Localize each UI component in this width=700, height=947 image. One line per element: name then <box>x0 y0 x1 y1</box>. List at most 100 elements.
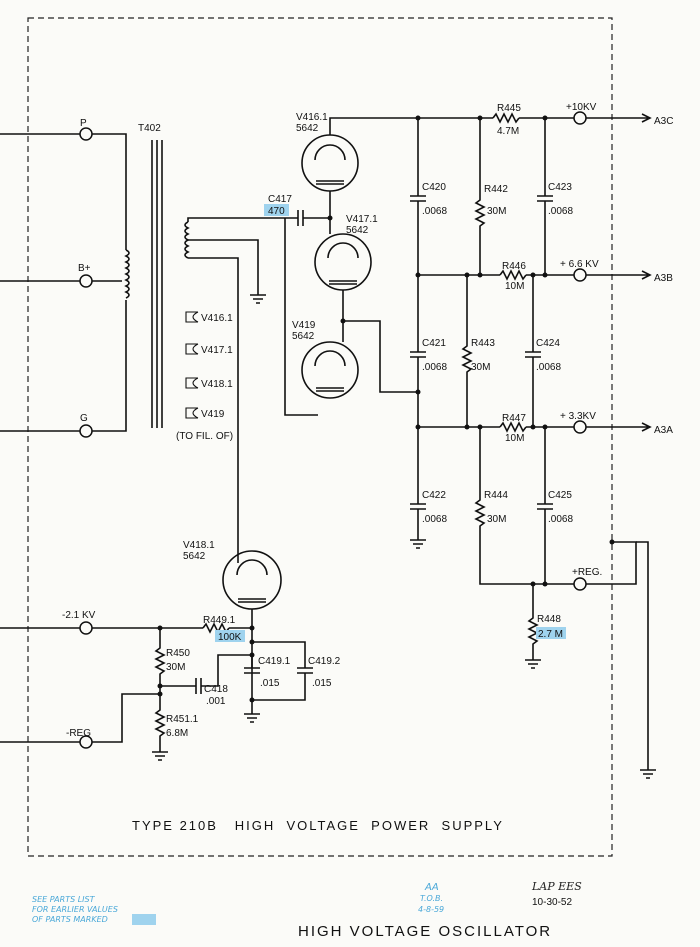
label-c417-value: 470 <box>268 206 285 217</box>
drawing-date: 10-30-52 <box>532 897 572 908</box>
label-c418-value: .001 <box>206 696 226 707</box>
label-c420-value: .0068 <box>422 206 447 217</box>
label-r446: R446 <box>502 261 526 272</box>
highlight-legend <box>132 914 156 925</box>
label-out-10kv: +10KV <box>566 102 597 113</box>
label-v419-type: 5642 <box>292 331 315 342</box>
label-in-reg: -REG <box>66 728 91 739</box>
terminal-p <box>79 127 93 141</box>
label-r442-value: 30M <box>487 206 506 217</box>
tube-v417-1 <box>314 191 418 393</box>
primary-coil <box>124 249 130 299</box>
label-c422-value: .0068 <box>422 514 447 525</box>
c417-symbol <box>285 210 330 226</box>
label-r450: R450 <box>166 648 190 659</box>
filament-taps <box>185 311 199 419</box>
hv-ladder <box>410 111 656 779</box>
label-r451: R451.1 <box>166 714 199 725</box>
label-r443: R443 <box>471 338 495 349</box>
note-parts-line2: FOR EARLIER VALUES <box>32 905 118 914</box>
regulator-section <box>0 621 313 761</box>
terminal-bplus <box>79 274 93 288</box>
label-bplus: B+ <box>78 263 91 274</box>
stamp-line3: 4-8-59 <box>418 905 444 914</box>
label-r443-value: 30M <box>471 362 490 373</box>
terminal-g <box>79 424 93 438</box>
label-r450-value: 30M <box>166 662 185 673</box>
label-r446-value: 10M <box>505 281 524 292</box>
label-in-2-1kv: -2.1 KV <box>62 610 96 621</box>
label-r447-value: 10M <box>505 433 524 444</box>
label-r448-value: 2.7 M <box>538 629 563 640</box>
signature: LAP EES <box>531 880 582 893</box>
r445-symbol <box>492 112 520 124</box>
label-a3b: A3B <box>654 273 673 284</box>
label-fil-v417: V417.1 <box>201 345 233 356</box>
chassis-frame <box>27 17 613 857</box>
label-c423-value: .0068 <box>548 206 573 217</box>
label-v416-type: 5642 <box>296 123 319 134</box>
c417-lead <box>284 218 318 416</box>
label-out-6-6kv: + 6.6 KV <box>560 259 599 270</box>
label-c419-2-value: .015 <box>312 678 332 689</box>
drawing-title: HIGH VOLTAGE OSCILLATOR <box>298 923 552 940</box>
label-r449: R449.1 <box>203 615 236 626</box>
label-v418: V418.1 <box>183 540 215 551</box>
label-g: G <box>80 413 88 424</box>
label-v416: V416.1 <box>296 112 328 123</box>
stamp-line2: T.O.B. <box>420 894 443 903</box>
r446-symbol <box>499 269 527 281</box>
note-parts-line3: OF PARTS MARKED <box>32 915 108 924</box>
label-fil-v419: V419 <box>201 409 225 420</box>
label-r447: R447 <box>502 413 526 424</box>
label-r445: R445 <box>497 103 521 114</box>
label-c420: C420 <box>422 182 446 193</box>
highlight-r449 <box>215 630 245 642</box>
label-fil-note: (TO FIL. OF) <box>176 431 233 442</box>
label-c419-2: C419.2 <box>308 656 341 667</box>
stamp-line1: AA <box>424 882 439 893</box>
label-c422: C422 <box>422 490 446 501</box>
label-v418-type: 5642 <box>183 551 206 562</box>
tube-v419 <box>301 321 359 399</box>
label-c424-value: .0068 <box>536 362 561 373</box>
label-fil-v416: V416.1 <box>201 313 233 324</box>
label-r444: R444 <box>484 490 508 501</box>
highlight-r448 <box>536 627 566 639</box>
label-c425: C425 <box>548 490 572 501</box>
label-c419-1: C419.1 <box>258 656 291 667</box>
ground-symbol <box>410 539 426 549</box>
note-parts-line1: SEE PARTS LIST <box>32 895 96 904</box>
label-c421: C421 <box>422 338 446 349</box>
label-c425-value: .0068 <box>548 514 573 525</box>
label-v417: V417.1 <box>346 214 378 225</box>
label-c423: C423 <box>548 182 572 193</box>
label-c417: C417 <box>268 194 292 205</box>
label-v417-type: 5642 <box>346 225 369 236</box>
label-r449-value: 100K <box>218 632 242 643</box>
label-out-3-3kv: + 3.3KV <box>560 411 596 422</box>
junction-dots <box>415 115 615 587</box>
label-v419: V419 <box>292 320 316 331</box>
transformer-t402 <box>0 127 285 560</box>
r447-symbol <box>499 421 527 433</box>
tube-v416-1 <box>301 117 418 192</box>
ground-symbol <box>250 294 266 304</box>
label-c419-1-value: .015 <box>260 678 280 689</box>
label-p: P <box>80 118 87 129</box>
label-out-reg: +REG. <box>572 567 602 578</box>
label-a3c: A3C <box>654 116 673 127</box>
label-c418: C418 <box>204 684 228 695</box>
label-r442: R442 <box>484 184 508 195</box>
label-r451-value: 6.8M <box>166 728 188 739</box>
frame-title: TYPE 210B HIGH VOLTAGE POWER SUPPLY <box>132 818 504 833</box>
label-fil-v418: V418.1 <box>201 379 233 390</box>
label-t402: T402 <box>138 123 161 134</box>
label-r448: R448 <box>537 614 561 625</box>
label-r444-value: 30M <box>487 514 506 525</box>
highlight-c417 <box>264 204 289 216</box>
label-r445-value: 4.7M <box>497 126 519 137</box>
label-a3a: A3A <box>654 425 673 436</box>
label-c421-value: .0068 <box>422 362 447 373</box>
